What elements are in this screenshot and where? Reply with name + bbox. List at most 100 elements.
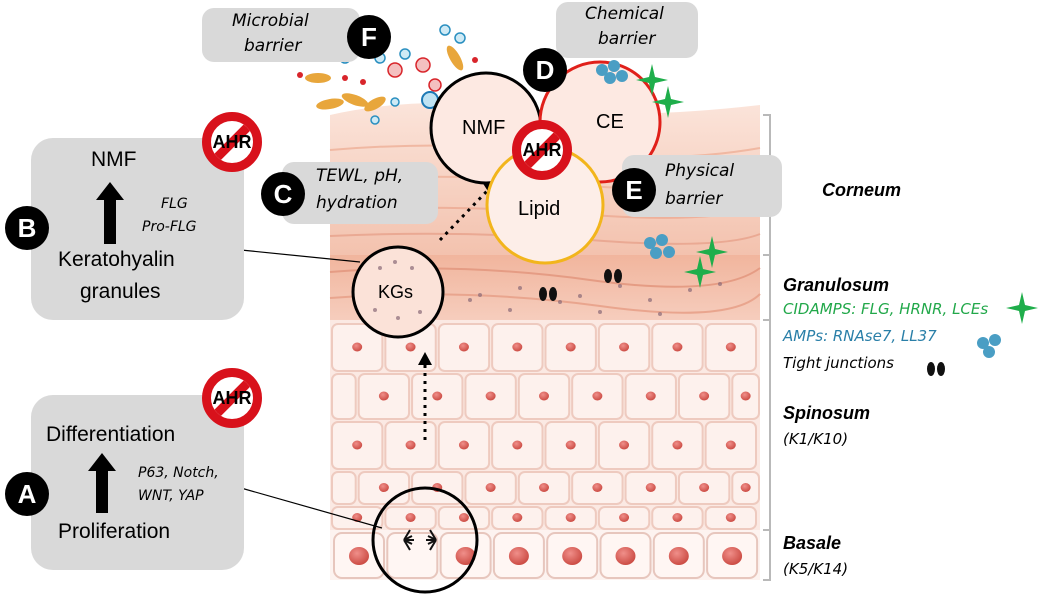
- badge-a: A: [5, 472, 49, 516]
- cell-nucleus: [512, 440, 523, 450]
- cidamp-star-icon: [1006, 292, 1038, 324]
- panel-c-line-2: hydration: [316, 193, 398, 213]
- panel-a-factor-2: WNT, YAP: [138, 488, 204, 504]
- panel-a-up-arrow: [88, 453, 116, 513]
- layer-bracket: [763, 114, 771, 581]
- cell-nucleus: [455, 547, 476, 565]
- cell-nucleus: [565, 440, 576, 450]
- cell-nucleus: [699, 483, 710, 492]
- layer-spinosum: Spinosum: [783, 403, 871, 423]
- panel-f-box: [202, 8, 360, 62]
- badge-c: C: [261, 172, 305, 216]
- panel-a-factor-1: P63, Notch,: [138, 465, 219, 481]
- legend-amps: AMPs: RNAse7, LL37: [783, 327, 937, 345]
- layer-basale: Basale: [783, 533, 842, 553]
- legend-tight-junctions: [927, 362, 945, 376]
- cell-nucleus: [668, 547, 689, 565]
- legend-cidamps: CIDAMPS: FLG, HRNR, LCEs: [783, 300, 989, 318]
- layer-spinosum-sub: (K1/K10): [783, 430, 849, 448]
- ce-circle-label: CE: [596, 111, 624, 133]
- cidamp-star-icon: [636, 64, 668, 96]
- cell-nucleus: [378, 391, 389, 401]
- lipid-circle-label: Lipid: [518, 198, 561, 220]
- cidamp-star-icon: [696, 236, 728, 268]
- panel-b-factor-2: Pro-FLG: [142, 219, 197, 235]
- cell-nucleus: [539, 391, 549, 401]
- panel-f-label-1: Microbial: [232, 11, 309, 31]
- panel-b-bottom-2: granules: [80, 280, 161, 303]
- badge-b: B: [5, 206, 49, 250]
- cell-nucleus: [458, 513, 469, 522]
- ahr-sign-center: AHR: [512, 120, 572, 180]
- cell-nucleus: [619, 342, 630, 352]
- kgs-circle: [351, 245, 445, 339]
- cell-nucleus: [672, 440, 683, 450]
- panel-f-label-2: barrier: [244, 36, 302, 56]
- basal-cell: [386, 532, 439, 579]
- cell-nucleus: [615, 547, 636, 565]
- nmf-circle-label: NMF: [462, 117, 506, 139]
- panel-d-label-2: barrier: [598, 29, 656, 49]
- mitotic-figure: [403, 529, 437, 551]
- badge-d: D: [523, 48, 567, 92]
- cell-nucleus: [725, 513, 736, 522]
- spinous-cell: [331, 373, 357, 420]
- panel-e-label-1: Physical: [665, 161, 735, 181]
- cell-nucleus: [672, 513, 683, 522]
- cell-nucleus: [619, 440, 630, 450]
- panel-d-label-1: Chemical: [585, 4, 664, 24]
- cell-nucleus: [565, 513, 576, 522]
- cell-nucleus: [699, 391, 710, 401]
- layer-basale-sub: (K5/K14): [783, 560, 849, 578]
- cell-nucleus: [349, 547, 369, 565]
- cell-nucleus: [740, 483, 751, 492]
- cell-nucleus: [508, 547, 529, 565]
- cell-nucleus: [592, 483, 603, 492]
- panel-b-top: NMF: [91, 148, 137, 171]
- cell-nucleus: [512, 513, 523, 522]
- panel-b-box: [31, 138, 244, 320]
- cell-nucleus: [672, 342, 683, 352]
- cell-nucleus: [432, 391, 443, 401]
- ahr-sign-bottom: AHR: [202, 368, 262, 428]
- tight-junctions-skin: [539, 269, 622, 301]
- panel-a-top: Differentiation: [46, 423, 176, 446]
- kgs-circle-label: KGs: [378, 282, 414, 302]
- panel-a-box: [31, 395, 244, 570]
- badge-e: E: [612, 168, 656, 212]
- cell-nucleus: [458, 342, 469, 352]
- cell-nucleus: [565, 342, 576, 352]
- cell-nucleus: [405, 440, 416, 450]
- panel-e-label-2: barrier: [665, 189, 723, 209]
- cidamp-star-icon: [652, 86, 684, 118]
- cell-nucleus: [539, 483, 549, 492]
- panel-c-line-1: TEWL, pH,: [316, 166, 404, 186]
- cidamp-star-icon: [684, 256, 716, 288]
- cell-nucleus: [722, 547, 743, 565]
- cell-nucleus: [562, 547, 583, 565]
- cell-nucleus: [352, 342, 363, 352]
- panel-b-up-arrow: [96, 182, 124, 244]
- cell-nucleus: [740, 391, 751, 401]
- cell-nucleus: [725, 440, 736, 450]
- cell-nucleus: [645, 391, 656, 401]
- mitosis-circle: [371, 486, 479, 594]
- cell-nucleus: [512, 342, 523, 352]
- cell-nucleus: [485, 483, 496, 492]
- legend-tight: Tight junctions: [783, 354, 894, 372]
- cell-nucleus: [725, 342, 736, 352]
- panel-b-factor-1: FLG: [161, 196, 188, 212]
- badge-f: F: [347, 15, 391, 59]
- amp-clusters: [596, 60, 1001, 358]
- panel-a-bottom: Proliferation: [58, 520, 171, 543]
- ahr-sign-top: AHR: [202, 112, 262, 172]
- cell-nucleus: [592, 391, 603, 401]
- cell-nucleus: [405, 342, 416, 352]
- panel-c-box: [282, 162, 438, 224]
- cell-nucleus: [405, 513, 416, 522]
- panel-b-bottom-1: Keratohyalin: [58, 248, 175, 271]
- cell-nucleus: [458, 440, 469, 450]
- panel-d-box: [556, 2, 698, 58]
- cell-nucleus: [352, 440, 363, 450]
